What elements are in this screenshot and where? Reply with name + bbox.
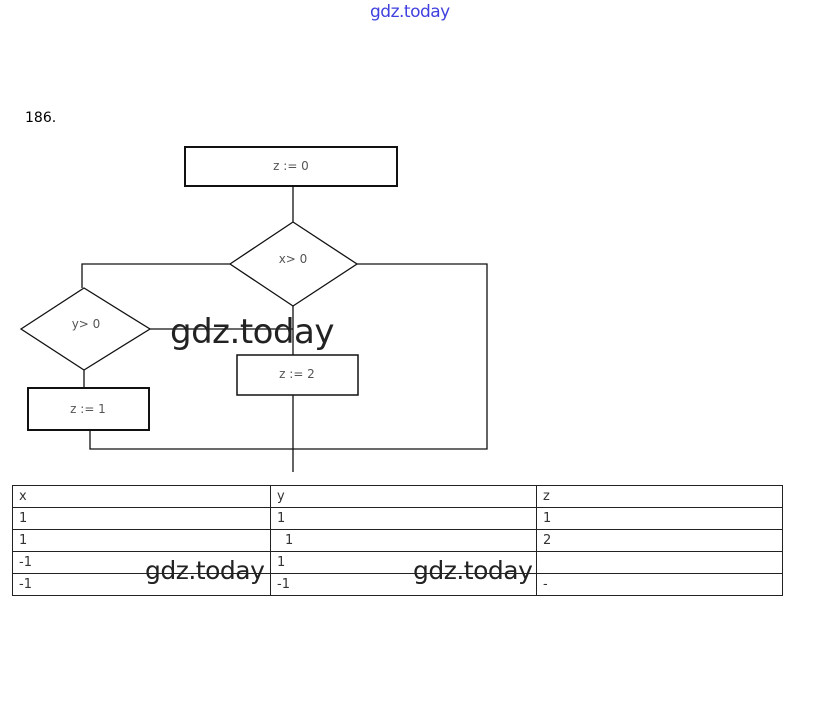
table-header-row: x y z xyxy=(12,485,783,508)
cell xyxy=(536,551,783,574)
cell: 1 xyxy=(270,507,537,530)
assign-2-label: z := 2 xyxy=(279,367,315,381)
cond-y-label: y> 0 xyxy=(72,317,101,331)
cell: -1 xyxy=(12,573,271,596)
header-y: y xyxy=(270,485,537,508)
table-row: 1 1 2 xyxy=(12,529,783,552)
connector xyxy=(81,263,230,288)
header-x: x xyxy=(12,485,271,508)
header-z: z xyxy=(536,485,783,508)
cell: 1 xyxy=(12,507,271,530)
table-row: -1 1 xyxy=(12,551,783,574)
watermark: gdz.today xyxy=(413,556,533,585)
cell: 1 xyxy=(536,507,783,530)
cond-x-label: x> 0 xyxy=(279,252,308,266)
init-label: z := 0 xyxy=(273,159,309,173)
connector xyxy=(89,263,488,450)
trace-table: x y z 1 1 1 1 1 2 -1 1 -1 -1 - xyxy=(12,485,783,596)
cell: 2 xyxy=(536,529,783,552)
table-row: -1 -1 - xyxy=(12,573,783,596)
assign-2-box xyxy=(236,354,359,396)
watermark-top: gdz.today xyxy=(370,2,450,22)
cell: 1 xyxy=(270,529,537,552)
init-box xyxy=(184,146,398,187)
cell: 1 xyxy=(12,529,271,552)
watermark: gdz.today xyxy=(170,312,335,352)
cell: -1 xyxy=(270,573,537,596)
task-number: 186. xyxy=(25,110,57,126)
assign-1-box xyxy=(27,387,150,431)
assign-1-label: z := 1 xyxy=(70,402,106,416)
watermark: gdz.today xyxy=(145,556,265,585)
table-row: 1 1 1 xyxy=(12,507,783,530)
cell: - xyxy=(536,573,783,596)
